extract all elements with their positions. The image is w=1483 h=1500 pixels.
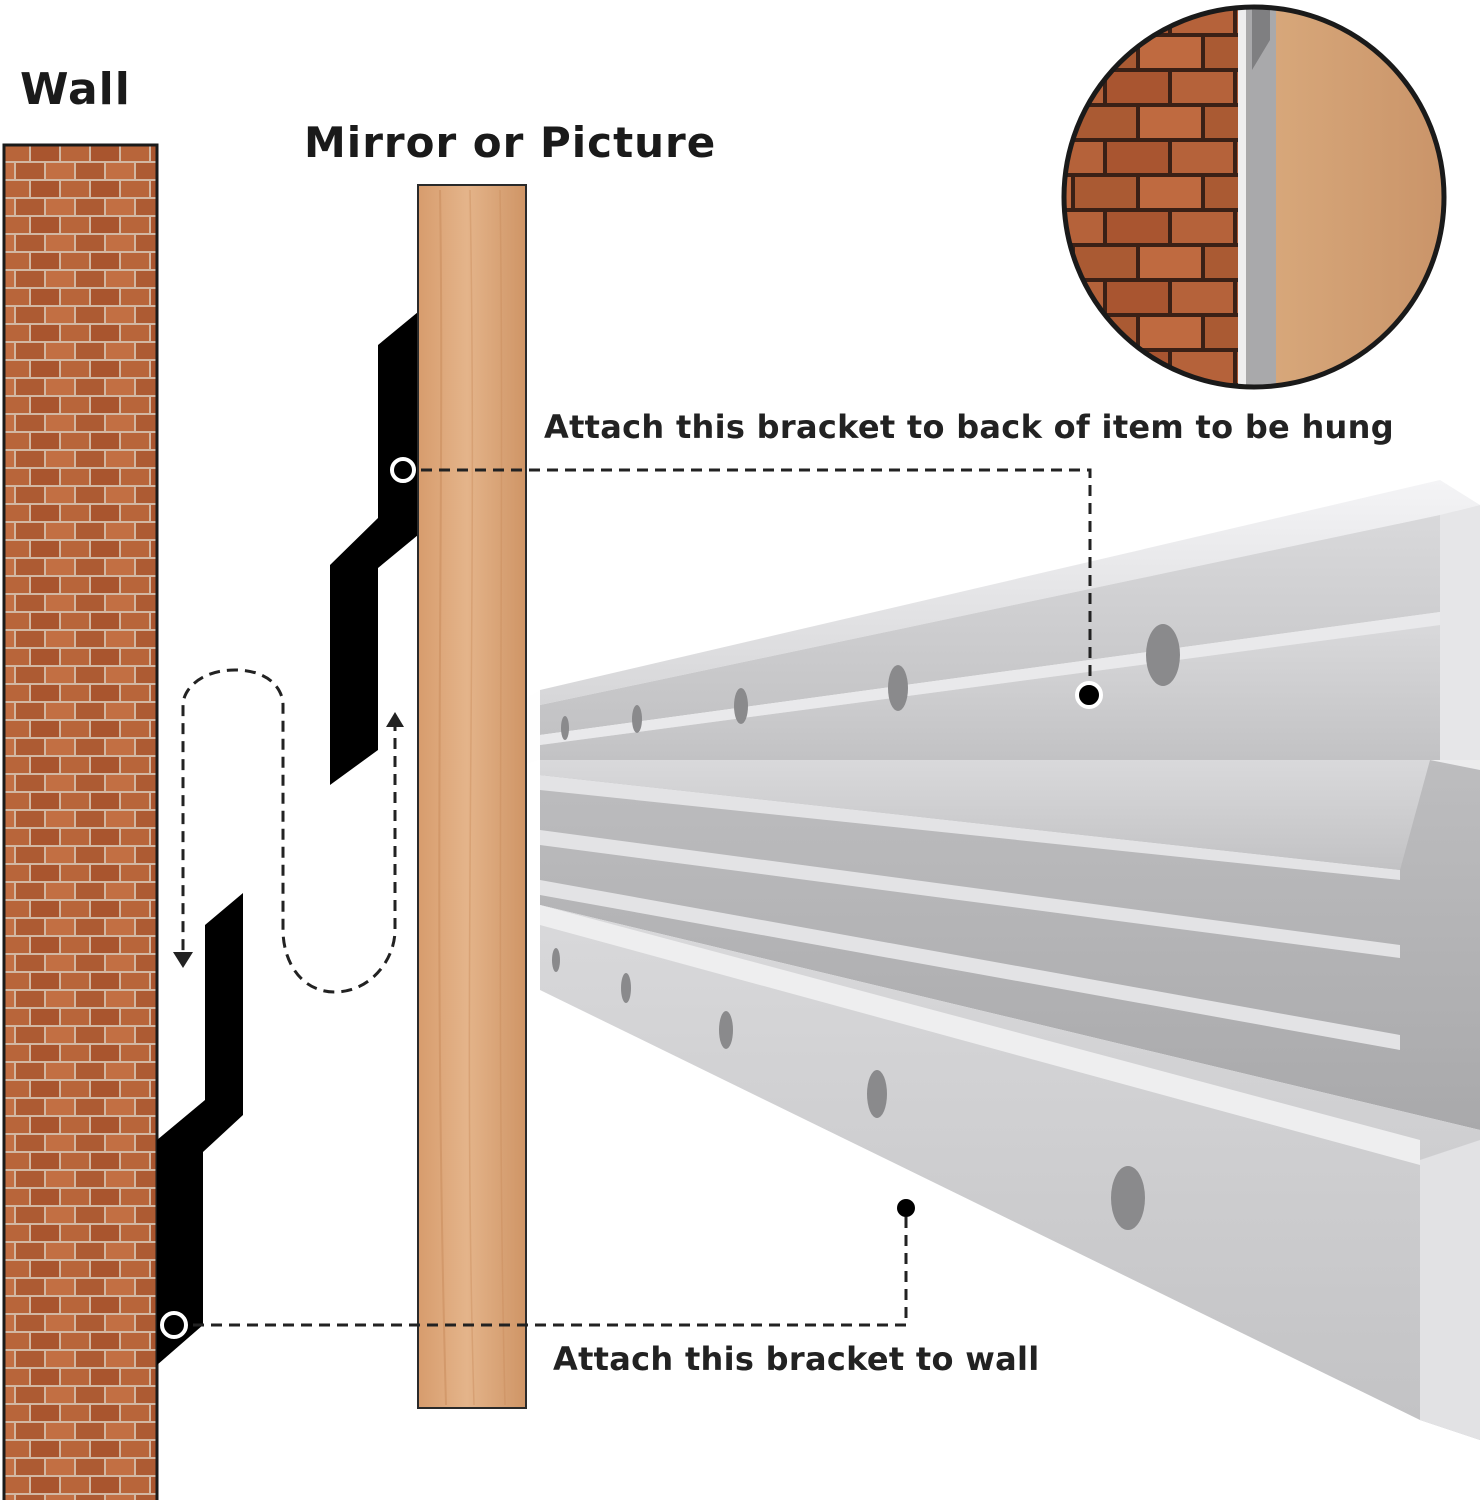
aluminum-rail-top <box>320 480 1480 830</box>
rail-holes-bottom <box>552 948 1145 1230</box>
wood-panel <box>417 184 527 1409</box>
top-callout <box>390 457 1103 709</box>
bottom-bracket-profile <box>157 893 243 1365</box>
top-bracket-label: Attach this bracket to back of item to b… <box>544 408 1394 446</box>
brick-wall <box>2 143 159 1500</box>
wall-label: Wall <box>20 64 131 115</box>
top-bracket-profile <box>330 312 418 785</box>
bottom-bracket-label: Attach this bracket to wall <box>553 1340 1040 1378</box>
bottom-callout <box>160 1199 915 1339</box>
motion-path <box>173 668 404 994</box>
aluminum-rail-middle <box>540 760 1480 1130</box>
mirror-label: Mirror or Picture <box>304 118 717 167</box>
aluminum-rail-bottom <box>540 905 1480 1440</box>
zoom-inset-circle <box>1061 4 1447 390</box>
rail-holes-top <box>561 624 1180 740</box>
